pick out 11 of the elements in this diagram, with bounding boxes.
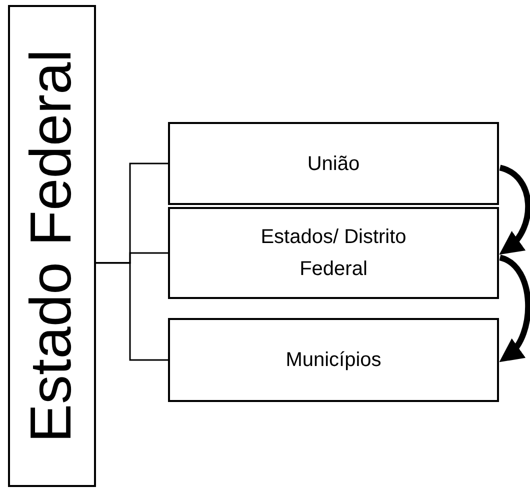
vertical-title: Estado Federal	[23, 49, 81, 443]
box-label: Municípios	[286, 348, 382, 373]
curved-arrow	[498, 254, 530, 364]
process-box	[168, 207, 499, 299]
connector-line	[96, 262, 168, 361]
process-box	[168, 318, 499, 402]
box-label: Estados/ Distrito Federal	[260, 225, 408, 282]
box-label: União	[307, 152, 360, 176]
curved-arrow	[499, 164, 530, 256]
process-box	[168, 122, 499, 205]
vertical-label-box	[8, 5, 96, 487]
